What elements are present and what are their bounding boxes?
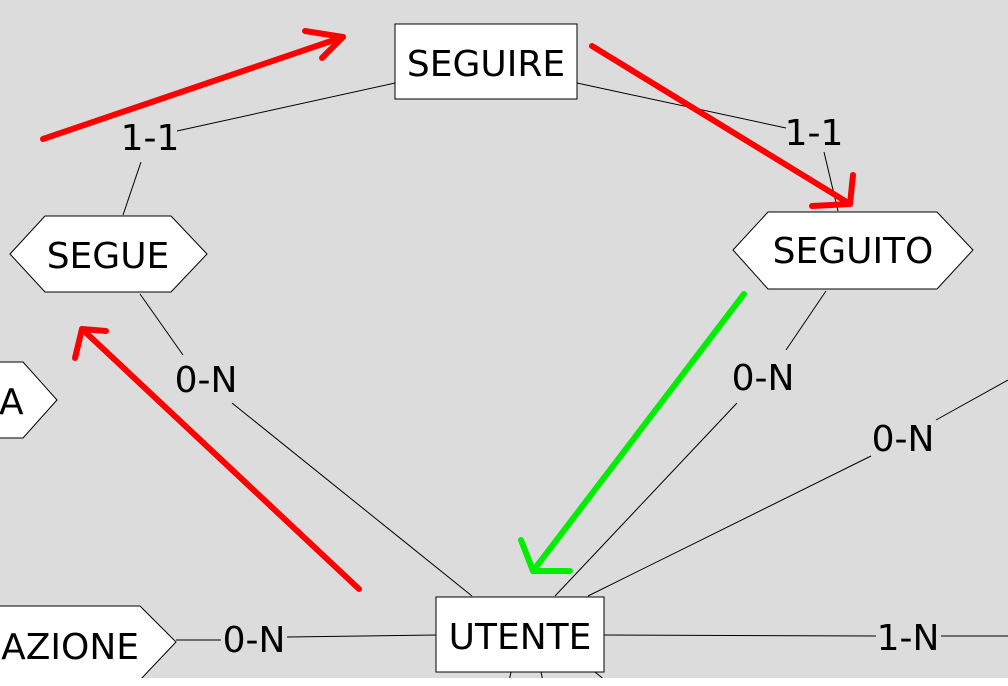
red-arrow-seguire-to-seguito bbox=[589, 43, 856, 209]
line-seguire-segue-top bbox=[176, 82, 396, 132]
relationship-partial-left-label: A bbox=[0, 382, 24, 423]
entity-utente[interactable]: UTENTE bbox=[435, 596, 605, 673]
green-annotation-arrow bbox=[518, 291, 747, 574]
relationship-seguito-label: SEGUITO bbox=[773, 231, 934, 272]
cardinality-utente-right-upper: 0-N bbox=[872, 419, 935, 460]
line-utente-card-right bbox=[603, 634, 877, 637]
line-card-utente-right-upper bbox=[587, 455, 872, 597]
cardinality-segue-seguire: 1-1 bbox=[121, 118, 180, 159]
line-card-seguito bbox=[823, 151, 839, 212]
entity-seguire[interactable]: SEGUIRE bbox=[394, 23, 578, 100]
line-card-utente-from-segue bbox=[231, 402, 473, 597]
cardinality-utente-bottom-left: 0-N bbox=[223, 620, 286, 661]
cardinality-segue-utente: 0-N bbox=[175, 360, 238, 401]
line-right-upper-card bbox=[935, 379, 1008, 421]
cardinality-seguire-seguito: 1-1 bbox=[785, 113, 844, 154]
relationship-seguito[interactable]: SEGUITO bbox=[732, 211, 974, 290]
relationship-segue-label: SEGUE bbox=[47, 236, 170, 277]
relationship-partial-left[interactable]: A bbox=[0, 361, 58, 439]
entity-utente-label: UTENTE bbox=[449, 617, 592, 658]
cardinality-labels: 1-1 1-1 0-N 0-N 0-N 0-N 1-N bbox=[121, 113, 940, 661]
line-card-utente-from-seguito bbox=[554, 402, 738, 597]
line-segue-card-segue bbox=[122, 161, 142, 216]
connector-lines bbox=[122, 82, 1008, 686]
relationship-partial-bottom-left[interactable]: AZIONE bbox=[0, 605, 177, 681]
bottom-strip bbox=[0, 678, 1008, 686]
line-segue-card-utente bbox=[139, 293, 184, 356]
cardinality-utente-right: 1-N bbox=[877, 618, 940, 659]
cardinality-seguito-utente: 0-N bbox=[732, 358, 795, 399]
red-arrow-segue-to-seguire bbox=[40, 28, 346, 142]
relationship-segue[interactable]: SEGUE bbox=[9, 215, 208, 293]
red-annotation-arrows bbox=[40, 28, 856, 592]
line-seguire-seguito-top bbox=[576, 82, 787, 129]
entity-seguire-label: SEGUIRE bbox=[407, 44, 565, 85]
relationship-partial-bottom-left-label: AZIONE bbox=[1, 627, 139, 668]
red-arrow-utente-to-segue bbox=[72, 326, 362, 592]
line-bottom-left-card-right bbox=[286, 634, 437, 638]
line-seguito-card-utente bbox=[785, 290, 827, 351]
